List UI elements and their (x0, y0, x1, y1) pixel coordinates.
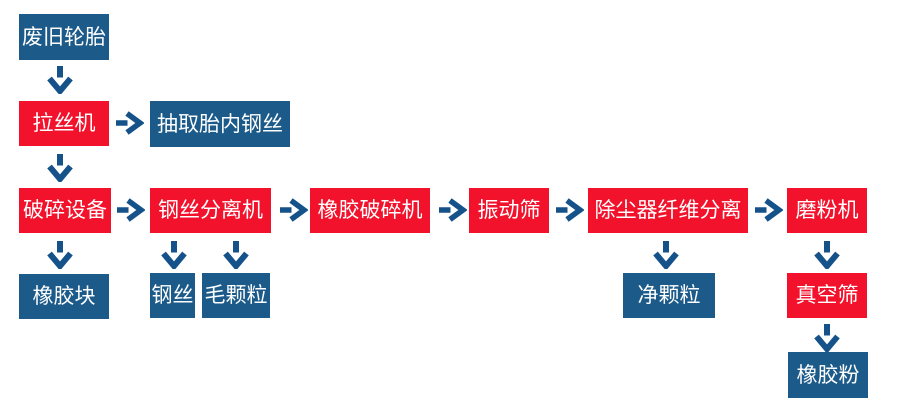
node-vibrating-screen: 振动筛 (469, 188, 549, 233)
node-grinding-machine: 磨粉机 (787, 188, 867, 233)
node-waste-tires: 废旧轮胎 (19, 14, 109, 60)
node-steel-wire: 钢丝 (150, 273, 195, 318)
arrow-down-icon (161, 239, 187, 269)
node-rough-granules: 毛颗粒 (202, 273, 270, 318)
node-clean-granules: 净颗粒 (623, 273, 715, 318)
arrow-right-icon (437, 198, 467, 222)
node-vacuum-screen: 真空筛 (787, 273, 867, 318)
node-crushing-equipment: 破碎设备 (19, 188, 111, 233)
node-rubber-powder: 橡胶粉 (788, 352, 868, 398)
arrow-down-icon (47, 64, 73, 94)
arrow-down-icon (47, 239, 73, 269)
node-dust-collector-fiber-separation: 除尘器纤维分离 (588, 188, 748, 233)
arrow-down-icon (223, 239, 249, 269)
arrow-right-icon (554, 198, 584, 222)
arrow-down-icon (814, 239, 840, 269)
node-extract-tire-steel-wire: 抽取胎内钢丝 (150, 101, 290, 147)
arrow-right-icon (114, 111, 144, 135)
arrow-down-icon (47, 152, 73, 182)
arrow-right-icon (115, 198, 145, 222)
node-rubber-crusher: 橡胶破碎机 (310, 188, 430, 233)
arrow-right-icon (753, 198, 783, 222)
node-rubber-block: 橡胶块 (19, 274, 109, 319)
node-steel-wire-separator: 钢丝分离机 (150, 188, 271, 233)
node-wire-drawing-machine: 拉丝机 (19, 101, 109, 146)
arrow-down-icon (814, 322, 840, 352)
arrow-right-icon (278, 198, 308, 222)
arrow-down-icon (653, 239, 679, 269)
